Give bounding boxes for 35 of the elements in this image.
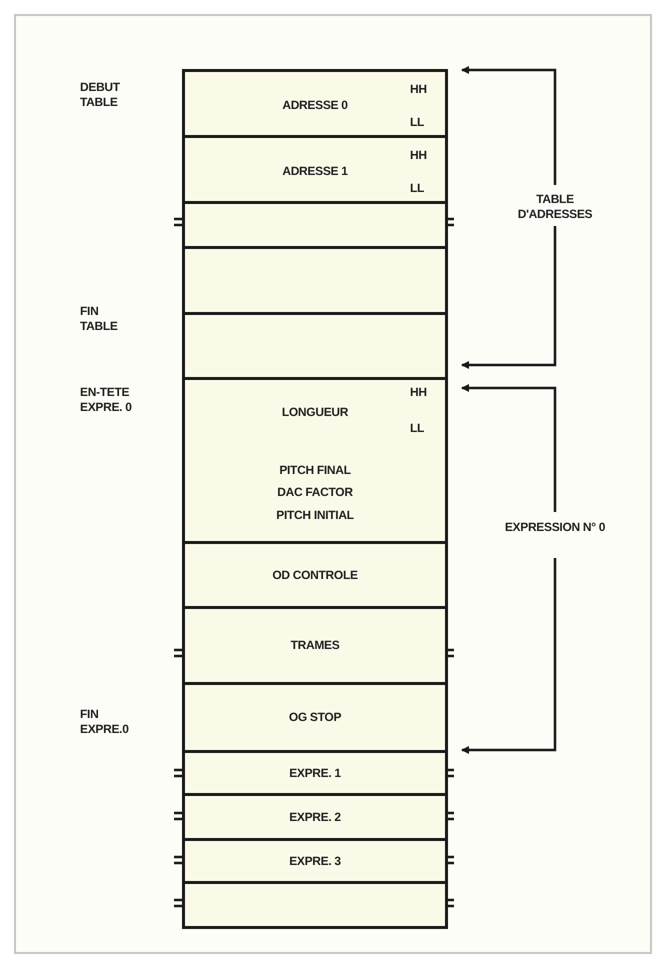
- field-label: EXPRE. 2: [288, 808, 342, 824]
- byte-label: LL: [410, 114, 426, 130]
- field-label: PITCH FINAL: [278, 462, 352, 478]
- field-label: OD CONTROLE: [271, 566, 359, 582]
- memory-cell: [182, 541, 448, 609]
- memory-cell: [182, 246, 448, 315]
- memory-cell: [182, 606, 448, 685]
- memory-cell: [182, 793, 448, 841]
- byte-label: LL: [410, 180, 426, 196]
- field-label: DAC FACTOR: [276, 484, 354, 500]
- field-label: LONGUEUR: [280, 404, 350, 420]
- memory-cell: [182, 750, 448, 796]
- field-label: EXPRE. 3: [288, 852, 342, 868]
- byte-label: LL: [410, 420, 426, 436]
- field-label: ADRESSE 0: [281, 97, 349, 113]
- memory-cell: [182, 312, 448, 380]
- field-label: OG STOP: [288, 709, 342, 725]
- field-label: EXPRE. 1: [288, 764, 342, 780]
- memory-cell: [182, 201, 448, 249]
- byte-label: HH: [410, 81, 428, 97]
- address-label: FIN TABLE: [80, 304, 119, 334]
- field-label: PITCH INITIAL: [275, 507, 355, 523]
- field-label: ADRESSE 1: [281, 163, 349, 179]
- memory-cell: [182, 682, 448, 753]
- memory-cell: [182, 881, 448, 929]
- byte-label: HH: [410, 147, 428, 163]
- address-label: EN-TETE EXPRE. 0: [80, 385, 133, 415]
- memory-cell: [182, 69, 448, 138]
- address-label: DEBUT TABLE: [80, 80, 121, 110]
- field-label: TRAMES: [290, 637, 340, 653]
- memory-cell: [182, 377, 448, 544]
- address-label: FIN EXPRE.0: [80, 707, 130, 737]
- memory-cell: [182, 838, 448, 884]
- memory-cell: [182, 135, 448, 204]
- byte-label: HH: [410, 384, 428, 400]
